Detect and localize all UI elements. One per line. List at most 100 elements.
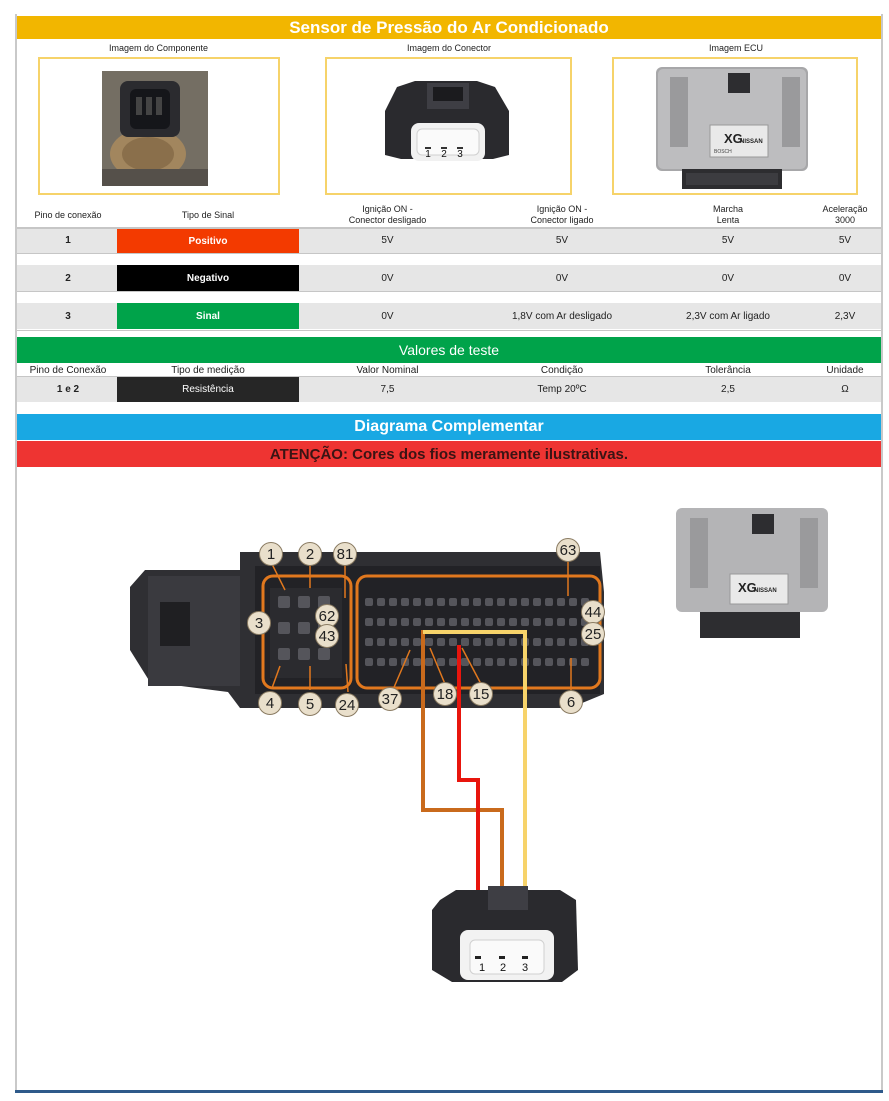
wire-pin-1 xyxy=(457,645,480,958)
ecu-pin-hole xyxy=(377,638,385,646)
ecu-pin-hole xyxy=(533,658,541,666)
wire-pin-2 xyxy=(421,630,504,958)
ecu-power-pin-hole xyxy=(298,622,310,634)
ecu-photo-bosch: BOSCH xyxy=(714,149,732,155)
ecu-pin-hole xyxy=(509,638,517,646)
ecu-pin-hole xyxy=(413,598,421,606)
ecu-power-pin-hole xyxy=(278,648,290,660)
ecu-pin-hole xyxy=(389,618,397,626)
ecu-pin-hole xyxy=(557,658,565,666)
sensor-pin-1: 1 xyxy=(479,962,485,974)
page-frame-left xyxy=(15,14,17,1092)
ecu-pin-hole xyxy=(461,638,469,646)
ecu-pin-hole xyxy=(485,618,493,626)
ecu-photo-diagram: XG NISSAN xyxy=(676,508,828,638)
ecu-photo: XG NISSAN BOSCH xyxy=(656,67,808,189)
ecu-pin-hole xyxy=(377,618,385,626)
signal-row-2-pin: 2 xyxy=(65,273,71,284)
ecu-pin-label-25: 25 xyxy=(581,622,605,646)
ecu-pin-hole xyxy=(449,618,457,626)
ecu-diagram-code: XG xyxy=(738,580,757,595)
ecu-pin-label-63: 63 xyxy=(556,538,580,562)
ecu-pin-hole xyxy=(497,658,505,666)
ecu-pin-hole xyxy=(521,618,529,626)
ecu-pin-hole xyxy=(533,598,541,606)
diagram-warning: ATENÇÃO: Cores dos fios meramente ilustr… xyxy=(17,441,881,467)
test-header-condition: Condição xyxy=(540,365,584,376)
ecu-pin-hole xyxy=(497,618,505,626)
ecu-pin-hole xyxy=(569,598,577,606)
ecu-pin-hole xyxy=(425,618,433,626)
ecu-pin-label-43: 43 xyxy=(315,624,339,648)
signal-header-accel: Aceleração 3000 xyxy=(822,204,868,225)
page-frame-bottom xyxy=(15,1090,883,1093)
ecu-pin-hole xyxy=(413,618,421,626)
ecu-pin-hole xyxy=(521,598,529,606)
test-row-condition: Temp 20ºC xyxy=(537,384,587,395)
ecu-pin-hole xyxy=(509,598,517,606)
ecu-pin-hole xyxy=(401,638,409,646)
signal-row-1-pin: 1 xyxy=(65,235,71,246)
ecu-pin-label-5: 5 xyxy=(298,692,322,716)
signal-header-type: Tipo de Sinal xyxy=(181,210,235,220)
signal-row-divider xyxy=(17,253,881,254)
ecu-pin-hole xyxy=(557,618,565,626)
ecu-pin-hole xyxy=(557,638,565,646)
ecu-pin-label-44: 44 xyxy=(581,600,605,624)
ecu-pin-hole xyxy=(473,658,481,666)
component-image-caption: Imagem do Componente xyxy=(108,43,209,53)
ecu-pin-hole xyxy=(425,638,433,646)
component-photo xyxy=(102,71,208,186)
ecu-pin-hole xyxy=(449,638,457,646)
ecu-pin-hole xyxy=(425,658,433,666)
ecu-pin-label-1: 1 xyxy=(259,542,283,566)
ecu-pin-hole xyxy=(377,658,385,666)
signal-row-1-type: Positivo xyxy=(117,229,299,253)
ecu-pin-hole xyxy=(437,658,445,666)
ecu-pin-hole xyxy=(449,598,457,606)
signal-row-1-ign-on: 5V xyxy=(555,235,569,246)
ecu-pin-label-6: 6 xyxy=(559,690,583,714)
sensor-pin-3: 3 xyxy=(522,962,528,974)
component-image-frame xyxy=(38,57,280,195)
ecu-pin-hole xyxy=(509,618,517,626)
test-header-type: Tipo de medição xyxy=(171,365,245,376)
ecu-pin-hole xyxy=(509,658,517,666)
test-row-unit: Ω xyxy=(841,384,849,395)
sensor-connector-drawing: 1 2 3 xyxy=(432,886,578,982)
signal-row-1-accel: 5V xyxy=(838,235,852,246)
ecu-pin-label-81: 81 xyxy=(333,542,357,566)
ecu-pin-label-15: 15 xyxy=(469,682,493,706)
ecu-pin-hole xyxy=(473,638,481,646)
signal-row-3-pin: 3 xyxy=(65,311,71,322)
wiring-diagram-drawing: XG NISSAN 1 2 3 xyxy=(130,508,828,982)
leader-lines xyxy=(271,560,572,693)
ecu-pin-hole xyxy=(389,638,397,646)
ecu-pin-hole xyxy=(413,638,421,646)
ecu-pin-label-4: 4 xyxy=(258,691,282,715)
ecu-pin-label-18: 18 xyxy=(433,682,457,706)
wiring-diagram: XG NISSAN 1 2 3 xyxy=(0,470,889,1090)
signal-row-2-idle: 0V xyxy=(721,273,735,284)
ecu-pin-label-37: 37 xyxy=(378,687,402,711)
ecu-pin-hole xyxy=(389,658,397,666)
ecu-pin-hole xyxy=(473,618,481,626)
ecu-pin-hole xyxy=(365,638,373,646)
signal-row-2-ign-off: 0V xyxy=(381,273,394,284)
signal-header-divider xyxy=(17,227,881,229)
ecu-pin-hole xyxy=(449,658,457,666)
connector-photo-pin-2: 2 xyxy=(441,149,447,160)
ecu-pin-hole xyxy=(533,618,541,626)
diagram-title: Diagrama Complementar xyxy=(17,414,881,440)
signal-header-ign-off: Ignição ON - Conector desligado xyxy=(348,204,427,225)
ecu-pin-hole xyxy=(413,658,421,666)
ecu-pin-hole xyxy=(545,598,553,606)
signal-header-ign-on: Ignição ON - Conector ligado xyxy=(530,204,594,225)
page-frame-right xyxy=(881,14,883,1092)
connector-photo-pin-3: 3 xyxy=(457,149,463,160)
ecu-pin-hole xyxy=(485,638,493,646)
signal-row-3-ign-on: 1,8V com Ar desligado xyxy=(511,311,613,322)
test-row-tolerance: 2,5 xyxy=(721,384,735,395)
ecu-power-pin-hole xyxy=(298,648,310,660)
page-title: Sensor de Pressão do Ar Condicionado xyxy=(17,16,881,39)
